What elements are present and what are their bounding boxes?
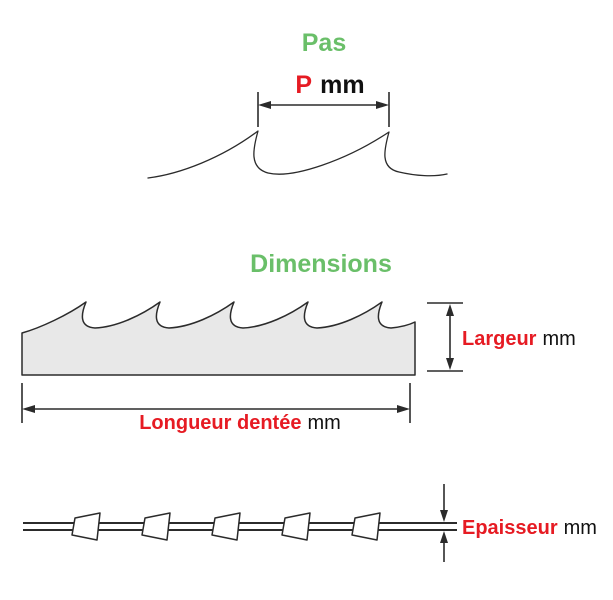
pitch-arrowhead-right-icon bbox=[376, 101, 389, 109]
width-unit: mm bbox=[542, 328, 576, 350]
pitch-unit: mm bbox=[320, 71, 365, 99]
width-label-text: Largeur bbox=[462, 328, 537, 350]
pitch-tooth-profile-curve bbox=[147, 130, 448, 179]
blade-side-view-diagram bbox=[21, 301, 463, 423]
set-tooth-5 bbox=[351, 512, 381, 541]
length-arrowhead-left-icon bbox=[22, 405, 35, 413]
length-label-text: Longueur dentée bbox=[139, 412, 302, 434]
pitch-section-title: Pas bbox=[301, 29, 347, 57]
width-arrowhead-down-icon bbox=[446, 358, 454, 370]
pitch-diagram bbox=[147, 92, 448, 179]
blade-side-profile bbox=[21, 301, 416, 376]
pitch-symbol: P bbox=[295, 71, 313, 99]
width-arrowhead-up-icon bbox=[446, 304, 454, 316]
blade-top-view-diagram bbox=[23, 484, 457, 562]
thickness-arrowhead-up-icon bbox=[440, 531, 448, 543]
thickness-arrowhead-down-icon bbox=[440, 510, 448, 522]
set-tooth-1 bbox=[71, 512, 101, 541]
thickness-unit: mm bbox=[563, 517, 597, 539]
pitch-arrowhead-left-icon bbox=[258, 101, 271, 109]
length-unit: mm bbox=[307, 412, 341, 434]
set-tooth-3 bbox=[211, 512, 241, 541]
set-tooth-4 bbox=[281, 512, 311, 541]
thickness-label-text: Epaisseur bbox=[462, 517, 558, 539]
set-tooth-2 bbox=[141, 512, 171, 541]
dimensions-section-title: Dimensions bbox=[250, 250, 392, 278]
length-arrowhead-right-icon bbox=[397, 405, 410, 413]
